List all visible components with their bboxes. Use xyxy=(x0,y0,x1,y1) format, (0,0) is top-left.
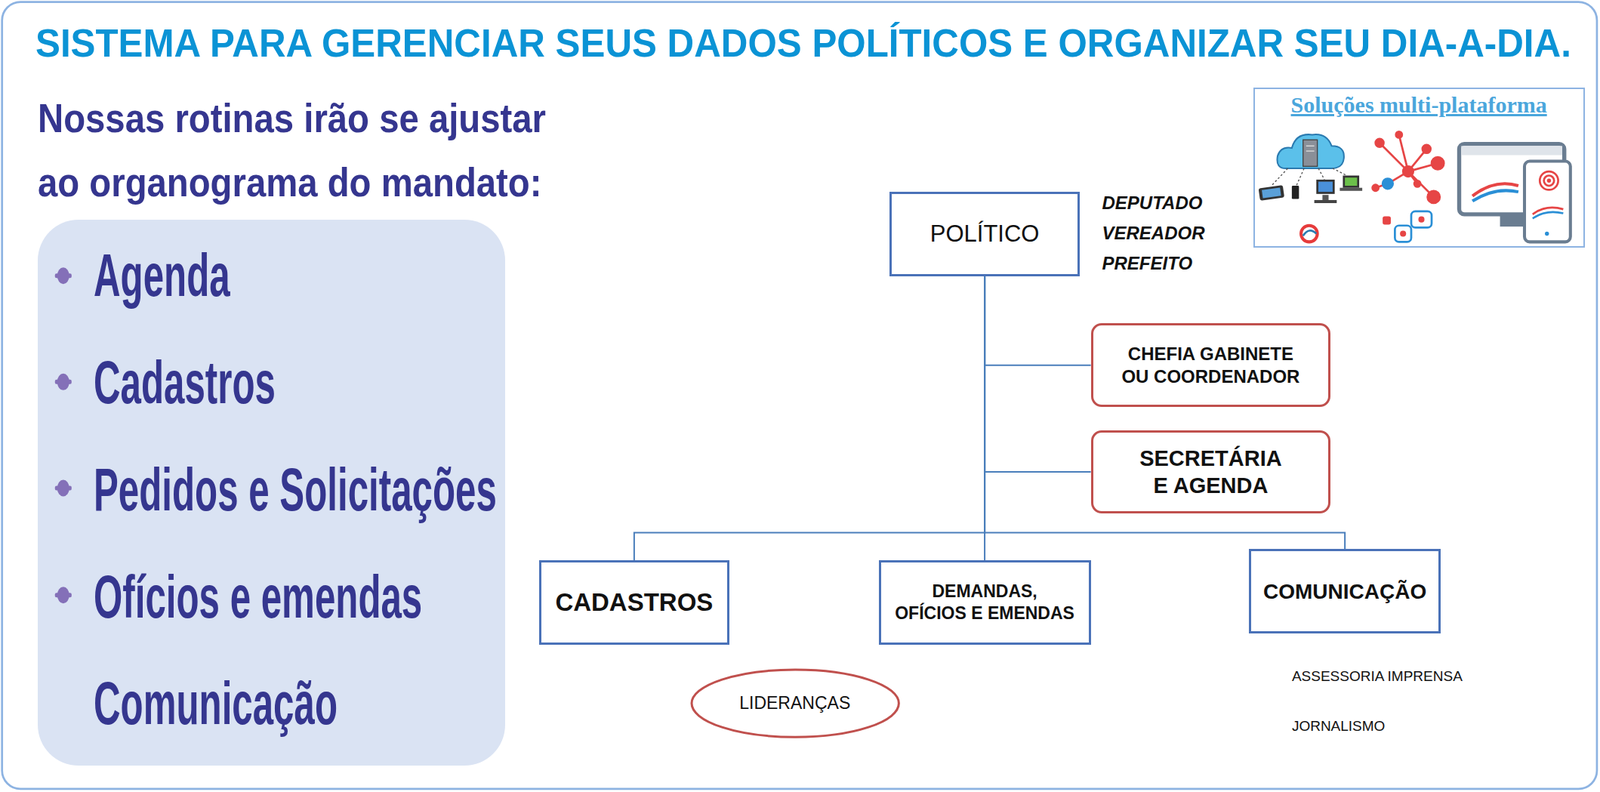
role-note: DEPUTADO VEREADOR PREFEITO xyxy=(1102,188,1206,279)
oval-outline xyxy=(691,669,899,737)
network-icon xyxy=(1372,131,1445,204)
org-connector xyxy=(984,276,1345,549)
page-title: SISTEMA PARA GERENCIAR SEUS DADOS POLÍTI… xyxy=(35,20,1572,66)
text-group: SECRETÁRIA E AGENDA xyxy=(1139,444,1283,500)
staff-box: SECRETÁRIA E AGENDA xyxy=(1091,430,1332,513)
box-text: DEMANDAS, OFÍCIOS E EMENDAS xyxy=(894,580,1075,625)
list-item: Cadastros xyxy=(93,346,276,420)
bullet xyxy=(55,273,72,278)
list-item: Pedidos e Solicitações xyxy=(93,453,497,527)
apps-icon xyxy=(1382,211,1432,243)
text-line: VEREADOR xyxy=(1102,218,1206,249)
text-group: POLÍTICO xyxy=(930,219,1040,250)
org-connector xyxy=(634,276,985,561)
box-text: COMUNICAÇÃO xyxy=(1263,578,1427,605)
org-connector xyxy=(984,276,1092,366)
image-title: Soluções multi-plataforma xyxy=(1291,92,1548,118)
leader-oval: LIDERANÇAS xyxy=(690,668,901,739)
text-line: E AGENDA xyxy=(1139,471,1283,500)
bullet xyxy=(55,379,72,384)
sub-area: ASSESSORIA IMPRENSA xyxy=(1291,665,1463,688)
screens-icon xyxy=(1459,144,1571,243)
text-group: LIDERANÇAS xyxy=(739,692,851,715)
sector-box: COMUNICAÇÃO xyxy=(1248,548,1441,634)
device-icons xyxy=(1258,175,1363,243)
box-text: POLÍTICO xyxy=(930,219,1040,250)
text-group: DEMANDAS, OFÍCIOS E EMENDAS xyxy=(894,580,1075,625)
box-text: CHEFIA GABINETE OU COORDENADOR xyxy=(1121,342,1300,389)
list-item: Ofícios e emendas xyxy=(93,561,423,634)
sub-area: JORNALISMO xyxy=(1291,715,1386,738)
platform-icons xyxy=(1258,131,1571,242)
text-group: COMUNICAÇÃO xyxy=(1263,578,1427,605)
bullet xyxy=(55,592,72,598)
text-group: CADASTROS xyxy=(554,586,713,618)
sector-box: CADASTROS xyxy=(539,560,731,645)
list-item: Agenda xyxy=(93,239,231,312)
subtitle: Nossas rotinas irão se ajustar ao organo… xyxy=(37,86,546,215)
text-line: SECRETÁRIA xyxy=(1139,444,1283,472)
text-line: PREFEITO xyxy=(1102,248,1206,279)
text-line: OFÍCIOS E EMENDAS xyxy=(894,602,1075,625)
bullet xyxy=(55,485,72,491)
sector-box: DEMANDAS, OFÍCIOS E EMENDAS xyxy=(878,560,1092,645)
role-box: POLÍTICO xyxy=(889,191,1079,277)
cloud-icon xyxy=(1271,134,1348,187)
text-line: Nossas rotinas irão se ajustar xyxy=(37,86,546,151)
image-box: Soluções multi-plataforma xyxy=(1253,87,1585,248)
list-panel: AgendaCadastrosPedidos e SolicitaçõesOfí… xyxy=(37,219,506,766)
box-text: CADASTROS xyxy=(554,586,713,618)
box-text: LIDERANÇAS xyxy=(739,692,851,715)
staff-box: CHEFIA GABINETE OU COORDENADOR xyxy=(1091,323,1332,407)
text-line: DEMANDAS, xyxy=(894,580,1075,603)
text-line: OU COORDENADOR xyxy=(1121,365,1300,389)
org-connector xyxy=(984,276,1092,472)
text-group: CHEFIA GABINETE OU COORDENADOR xyxy=(1121,342,1300,389)
list-item: Comunicação xyxy=(93,667,338,740)
text-line: ao organograma do mandato: xyxy=(37,150,546,215)
box-text: SECRETÁRIA E AGENDA xyxy=(1139,444,1283,500)
text-line: CHEFIA GABINETE xyxy=(1121,342,1300,366)
text-line: DEPUTADO xyxy=(1102,188,1206,219)
